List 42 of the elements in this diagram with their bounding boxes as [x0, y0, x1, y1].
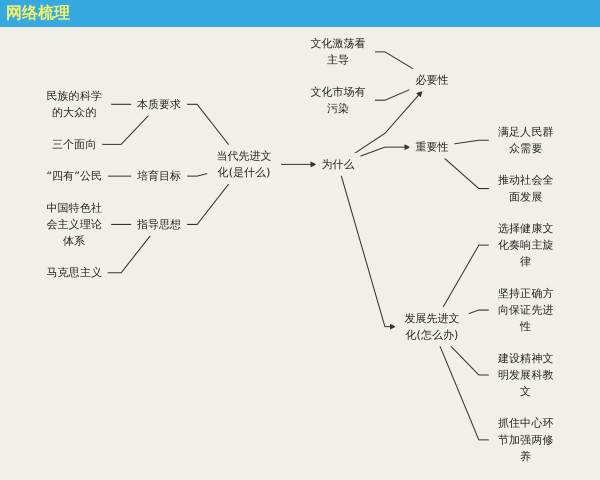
connector — [454, 140, 490, 144]
connector — [468, 310, 490, 314]
connector — [374, 89, 410, 101]
node-text: 推动社会全面发展 — [498, 173, 554, 204]
connector — [439, 346, 490, 440]
node-text: 建设精神文明发展科教文 — [498, 351, 554, 398]
node-text: 当代先进文化(是什么) — [216, 149, 272, 179]
node-text: 发展先进文化(怎么办) — [404, 311, 460, 342]
node-text: 民族的科学的大众的 — [46, 89, 102, 119]
node-text: 坚持正确方向保证先进性 — [498, 286, 554, 333]
node-text: 选择健康文化奏响主旋律 — [498, 222, 554, 268]
node-text: 文化市场有污染 — [310, 84, 366, 115]
arrow — [360, 144, 410, 157]
node-text: 为什么 — [321, 157, 355, 171]
arrow — [354, 90, 422, 154]
node-text: 三个面向 — [52, 137, 96, 151]
title-banner: 网络梳理 — [0, 0, 600, 27]
node-text: 必要性 — [415, 73, 448, 86]
connector — [450, 346, 490, 376]
connector — [108, 176, 132, 177]
node-text: 马克思主义 — [46, 266, 102, 279]
node-text: 满足人民群众需要 — [498, 125, 554, 155]
connector — [110, 104, 132, 105]
connector — [186, 104, 230, 146]
connector — [186, 183, 230, 225]
connector — [102, 115, 150, 145]
node-text: 文化激荡看主导 — [310, 36, 366, 66]
node-text: 指导思想 — [137, 218, 182, 231]
node-text: 中国特色社会主义理论体系 — [46, 200, 102, 248]
node-text: 重要性 — [415, 140, 448, 154]
connector — [442, 244, 490, 308]
connector — [444, 158, 490, 190]
node-text: “四有”公民 — [46, 169, 102, 182]
arrow — [280, 161, 316, 168]
connector — [374, 51, 414, 70]
node-text: 本质要求 — [137, 97, 182, 111]
connector — [186, 173, 208, 177]
arrow — [340, 175, 396, 330]
node-text: 培育目标 — [137, 169, 182, 182]
node-text: 抓住中心环节加强两修养 — [498, 416, 554, 463]
connector — [107, 235, 151, 274]
connector — [110, 224, 132, 225]
